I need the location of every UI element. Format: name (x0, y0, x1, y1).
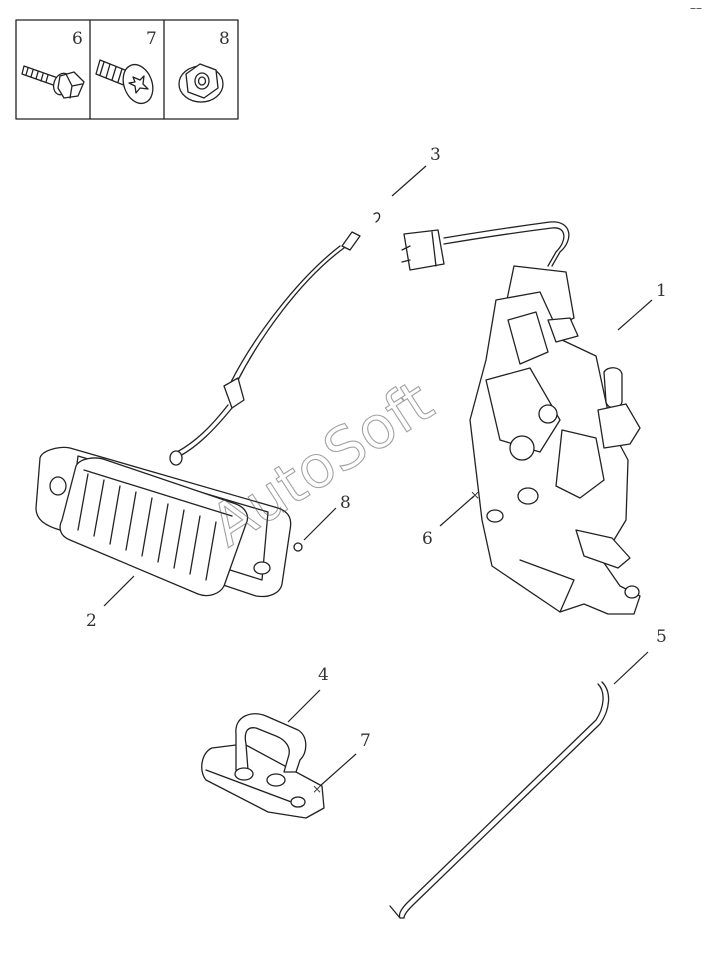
callout-1: 1 (656, 281, 667, 301)
leader-5 (613, 651, 649, 685)
callout-5: 5 (656, 627, 667, 647)
leader-7 (319, 753, 357, 787)
leader-lines (103, 165, 653, 787)
flange-bolt-icon (21, 65, 85, 99)
corner-mark: –– (690, 1, 702, 15)
callout-4: 4 (318, 665, 329, 685)
callout-8: 8 (340, 493, 351, 513)
release-cable (169, 212, 381, 466)
legend-number-6: 6 (72, 29, 83, 49)
nut-8-marker (293, 542, 303, 552)
leader-4 (287, 689, 321, 723)
callouts: 3 1 2 8 6 4 7 5 (86, 145, 667, 751)
callout-7: 7 (360, 731, 371, 751)
leader-3 (391, 165, 427, 197)
leader-1 (617, 299, 653, 331)
striker: × (201, 713, 325, 819)
leader-8 (303, 507, 337, 541)
bolt-6-marker: × (470, 488, 480, 502)
hex-flange-nut-icon (178, 63, 224, 103)
leader-2 (103, 575, 135, 607)
legend-number-8: 8 (219, 29, 230, 49)
rod (389, 681, 610, 919)
callout-3: 3 (430, 145, 441, 165)
legend-number-7: 7 (146, 29, 157, 49)
lock-actuator: × (401, 221, 641, 615)
screw-7-marker: × (312, 782, 322, 796)
fastener-legend: 6 7 8 (15, 19, 239, 120)
handle-switch-assembly (35, 446, 303, 598)
legend-frame (15, 19, 239, 120)
callout-2: 2 (86, 611, 97, 631)
callout-6: 6 (422, 529, 433, 549)
torx-screw-icon (95, 59, 154, 105)
leader-6 (439, 495, 475, 527)
